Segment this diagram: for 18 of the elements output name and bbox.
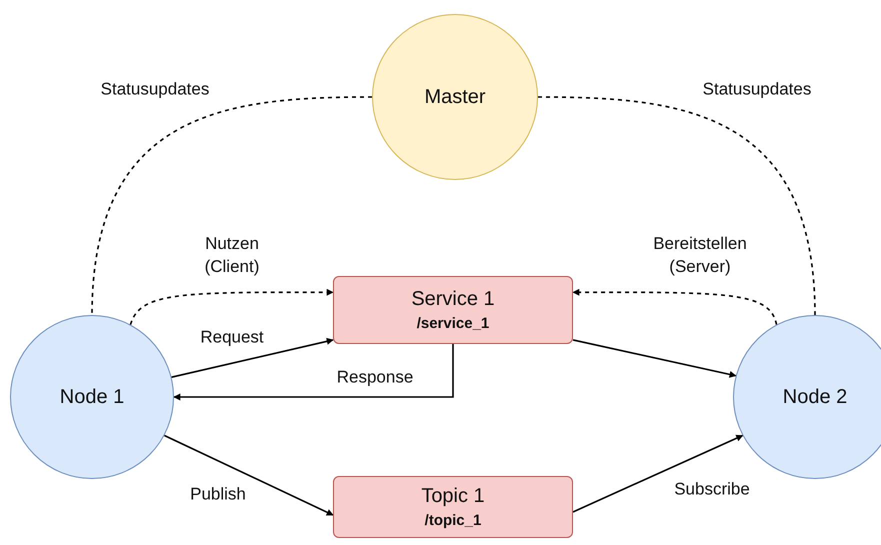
arrow — [171, 338, 334, 378]
arrow — [572, 288, 778, 325]
node-subtitle: /topic_1 — [424, 512, 482, 529]
topic-box — [333, 476, 573, 538]
connector-line — [538, 96, 816, 316]
arrow — [572, 339, 736, 378]
node-label: Service 1 — [411, 288, 495, 311]
node-label: Topic 1 — [421, 485, 485, 508]
service-box — [333, 276, 573, 344]
arrow — [572, 434, 744, 513]
node-label: Node 2 — [782, 386, 848, 408]
node-subtitle: /service_1 — [416, 315, 490, 332]
node-label: Node 1 — [60, 386, 124, 408]
arrow — [173, 344, 454, 400]
arrow — [164, 434, 334, 516]
connector-line — [91, 96, 372, 316]
arrow — [130, 288, 334, 325]
node-label: Master — [424, 86, 486, 108]
